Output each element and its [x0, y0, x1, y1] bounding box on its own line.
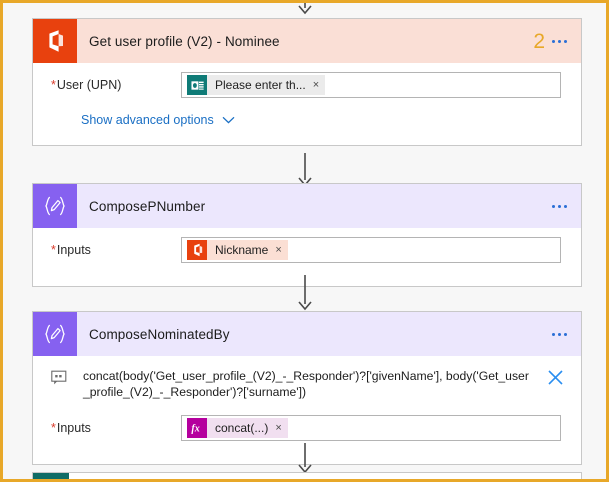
expression-tooltip: concat(body('Get_user_profile_(V2)_-_Res…	[33, 356, 581, 406]
token-chip-user[interactable]: Please enter th... ×	[187, 74, 326, 96]
office365-users-icon	[187, 240, 207, 260]
flow-canvas[interactable]: Get user profile (V2) - Nominee 2 *User …	[3, 3, 606, 479]
office365-outlook-icon	[187, 75, 207, 95]
action-card-get-user-profile-nominee[interactable]: Get user profile (V2) - Nominee 2 *User …	[32, 18, 582, 146]
status-badge: 2	[533, 29, 545, 53]
action-header-controls[interactable]: 2	[533, 31, 581, 52]
token-chip-body: concat(...) ×	[207, 418, 288, 438]
svg-text:fx: fx	[191, 424, 199, 435]
required-asterisk: *	[51, 78, 56, 92]
token-text: Nickname	[215, 243, 269, 257]
overflow-menu-icon[interactable]	[552, 332, 567, 336]
action-header-controls[interactable]	[552, 332, 581, 336]
field-label-user-upn: *User (UPN)	[51, 78, 122, 92]
inputs-field[interactable]: Nickname ×	[181, 237, 561, 263]
action-title: ComposePNumber	[89, 198, 206, 214]
token-remove-icon[interactable]: ×	[312, 78, 320, 91]
compose-icon	[33, 312, 77, 356]
action-header[interactable]: ComposeNominatedBy	[33, 312, 581, 356]
connector-top	[3, 3, 606, 15]
token-chip-nickname[interactable]: Nickname ×	[187, 239, 288, 261]
token-chip-body: Please enter th... ×	[207, 75, 326, 95]
field-label-inputs: *Inputs	[51, 243, 91, 257]
fx-icon: fx	[187, 418, 207, 438]
field-row-inputs: *Inputs fx concat(...) ×	[33, 406, 581, 450]
action-card-compose-pnumber[interactable]: ComposePNumber *Inputs	[32, 183, 582, 287]
field-row-inputs: *Inputs Nickname	[33, 228, 581, 272]
action-body: concat(body('Get_user_profile_(V2)_-_Res…	[33, 356, 581, 464]
overflow-menu-icon[interactable]	[552, 39, 567, 43]
close-icon[interactable]	[547, 368, 567, 391]
token-remove-icon[interactable]: ×	[275, 421, 282, 434]
action-card-compose-nominated-by[interactable]: ComposeNominatedBy	[32, 311, 582, 465]
required-asterisk: *	[51, 243, 56, 257]
body-spacer	[33, 272, 581, 286]
show-advanced-options-label: Show advanced options	[81, 113, 214, 127]
body-spacer	[33, 450, 581, 464]
action-header[interactable]: ComposePNumber	[33, 184, 581, 228]
chevron-down-icon	[222, 111, 235, 129]
connector-1	[3, 153, 606, 187]
comment-icon	[51, 368, 71, 391]
token-chip-concat[interactable]: fx concat(...) ×	[187, 417, 288, 439]
action-header-controls[interactable]	[552, 204, 581, 208]
required-asterisk: *	[51, 421, 56, 435]
token-text: Please enter th...	[215, 78, 306, 92]
action-body: *User (UPN)	[33, 63, 581, 145]
token-text: concat(...)	[215, 421, 269, 435]
next-action-card-partial[interactable]	[32, 472, 582, 479]
field-label-inputs: *Inputs	[51, 421, 91, 435]
token-chip-body: Nickname ×	[207, 240, 288, 260]
action-body: *Inputs Nickname	[33, 228, 581, 286]
overflow-menu-icon[interactable]	[552, 204, 567, 208]
office365-users-icon	[33, 19, 77, 63]
expression-text: concat(body('Get_user_profile_(V2)_-_Res…	[83, 369, 529, 399]
inputs-field[interactable]: fx concat(...) ×	[181, 415, 561, 441]
show-advanced-options-button[interactable]: Show advanced options	[33, 107, 581, 145]
token-remove-icon[interactable]: ×	[275, 243, 282, 256]
action-header[interactable]: Get user profile (V2) - Nominee 2	[33, 19, 581, 63]
field-row-user-upn: *User (UPN)	[33, 63, 581, 107]
next-action-accent-bar	[33, 473, 69, 479]
compose-icon	[33, 184, 77, 228]
action-title: ComposeNominatedBy	[89, 326, 230, 342]
user-upn-input[interactable]: Please enter th... ×	[181, 72, 561, 98]
action-title: Get user profile (V2) - Nominee	[89, 33, 280, 49]
